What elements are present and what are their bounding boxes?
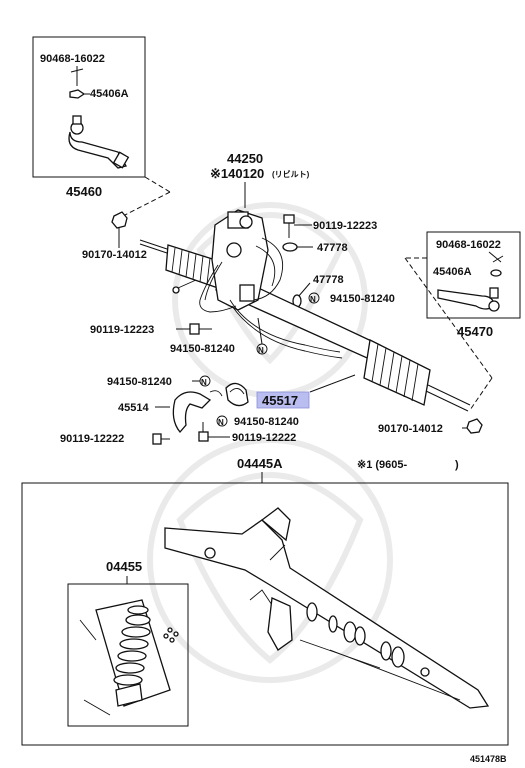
rack-assembly-complete	[164, 507, 490, 709]
label-90468-16022-right[interactable]: 90468-16022	[436, 239, 501, 251]
label-40120-rebuilt-note: (リビルト)	[272, 169, 310, 179]
tie-rod-end-right-part	[437, 287, 500, 312]
boot-left	[165, 244, 223, 289]
rack-kit-box	[21, 482, 509, 746]
label-40120[interactable]: ※140120	[210, 166, 264, 181]
svg-text:N: N	[201, 378, 207, 387]
label-90119-12222-b[interactable]: 90119-12222	[232, 432, 296, 444]
label-94150-81240-mid[interactable]: 94150-81240	[170, 343, 235, 355]
n-marker-icon	[199, 375, 211, 387]
svg-text:N: N	[218, 418, 224, 427]
label-90170-14012-right[interactable]: 90170-14012	[378, 423, 443, 435]
highlight-45517	[256, 391, 310, 409]
label-45470[interactable]: 45470	[457, 324, 493, 339]
tie-rod-end-left-box: 90468-16022 45406A 45460	[32, 36, 146, 199]
label-94150-81240-right[interactable]: 94150-81240	[330, 293, 395, 305]
label-90468-16022-left[interactable]: 90468-16022	[40, 53, 105, 65]
nut-90170-14012-right	[466, 418, 483, 434]
valve-kit-part	[79, 599, 179, 716]
label-94150-81240-low2[interactable]: 94150-81240	[234, 416, 299, 428]
label-47778-b[interactable]: 47778	[313, 274, 344, 286]
n-marker-icon	[216, 415, 228, 427]
label-45460[interactable]: 45460	[66, 184, 102, 199]
bolt-90119-12223-mid	[189, 323, 212, 335]
label-45517[interactable]: 45517	[262, 393, 298, 408]
note-1: ※1 (9605-	[357, 459, 408, 471]
bolt-90119-12222-a	[152, 433, 170, 445]
label-90119-12223-top[interactable]: 90119-12223	[313, 220, 377, 232]
label-90170-14012-left[interactable]: 90170-14012	[82, 249, 147, 261]
label-04455[interactable]: 04455	[106, 559, 142, 574]
label-90119-12222-a[interactable]: 90119-12222	[60, 433, 124, 445]
tie-rod-end-left-part	[68, 115, 130, 169]
label-94150-81240-low[interactable]: 94150-81240	[107, 376, 172, 388]
washer-47778-a	[282, 242, 298, 252]
diagram-id: 451478B	[470, 754, 507, 764]
label-44250[interactable]: 44250	[227, 151, 263, 166]
note-1-close: )	[455, 459, 459, 471]
svg-text:N: N	[310, 295, 316, 304]
nut-90170-14012-left	[111, 211, 128, 229]
gear-valve-body	[211, 209, 284, 311]
bolt-90119-12222-b	[198, 422, 209, 442]
label-04445A[interactable]: 04445A	[237, 456, 283, 471]
label-90119-12223-mid[interactable]: 90119-12223	[90, 324, 154, 336]
clamp-45514-part	[172, 390, 223, 434]
rack-assembly-exploded	[139, 209, 471, 412]
label-47778-a[interactable]: 47778	[317, 242, 348, 254]
n-marker-icon	[308, 292, 320, 304]
svg-text:N: N	[258, 346, 264, 355]
label-45514[interactable]: 45514	[118, 402, 149, 414]
seal-45517-part	[225, 382, 249, 407]
tie-rod-end-right-box: 90468-16022 45406A 45470	[426, 231, 521, 339]
bolt-90119-12223-top	[283, 214, 295, 238]
label-45406A-left[interactable]: 45406A	[90, 88, 129, 100]
valve-kit-box	[67, 583, 189, 727]
boot-right	[363, 339, 431, 406]
label-45406A-right[interactable]: 45406A	[433, 266, 472, 278]
